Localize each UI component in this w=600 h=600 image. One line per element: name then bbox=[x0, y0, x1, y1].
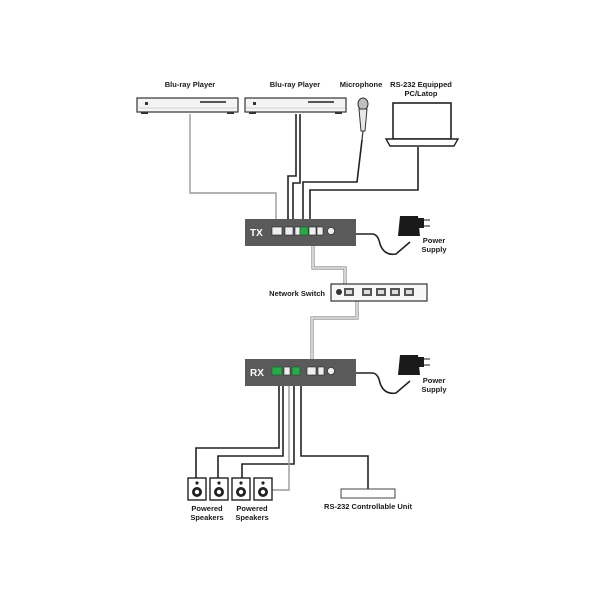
cable-bluray2-tx-a bbox=[287, 114, 297, 227]
speaker-icon bbox=[253, 477, 273, 501]
label-tx: TX bbox=[250, 228, 263, 239]
label-pc-line2: PC/Latop bbox=[405, 89, 438, 98]
label-bluray-player-1: Blu-ray Player bbox=[165, 80, 216, 89]
label-rx: RX bbox=[250, 368, 264, 379]
label-speakers-1-line1: Powered bbox=[191, 504, 223, 513]
rx-unit bbox=[245, 359, 356, 386]
laptop-icon bbox=[384, 102, 460, 147]
label-microphone: Microphone bbox=[340, 80, 383, 89]
speaker-icon bbox=[231, 477, 251, 501]
tx-unit bbox=[245, 219, 356, 246]
label-power-supply-2-line1: Power bbox=[423, 376, 446, 385]
cable-bluray1-tx bbox=[189, 114, 277, 227]
label-pc-line1: RS-232 Equipped bbox=[390, 80, 452, 89]
speaker-icon bbox=[209, 477, 229, 501]
power-supply-1-icon bbox=[398, 216, 430, 236]
power-supply-2-icon bbox=[398, 355, 430, 375]
label-power-supply-1-line2: Supply bbox=[421, 245, 447, 254]
cable-net-switch-rx bbox=[310, 300, 359, 363]
bluray-player-1 bbox=[136, 97, 239, 114]
label-power-supply-2-line2: Supply bbox=[421, 385, 447, 394]
cable-mic-tx bbox=[302, 139, 363, 227]
cable-rx-speaker1 bbox=[195, 385, 280, 478]
label-network-switch: Network Switch bbox=[269, 289, 325, 298]
cable-tx-power bbox=[340, 233, 411, 256]
cable-bluray2-tx-b bbox=[292, 114, 301, 227]
cable-rx-speaker3 bbox=[241, 385, 295, 478]
rs232-controllable-unit bbox=[340, 488, 396, 499]
label-power-supply-1-line1: Power bbox=[423, 236, 446, 245]
network-switch bbox=[330, 283, 428, 302]
cable-rx-rs232 bbox=[300, 385, 369, 489]
microphone-icon bbox=[357, 97, 369, 141]
cable-rx-speaker2 bbox=[217, 385, 284, 478]
bluray-player-2 bbox=[244, 97, 347, 114]
label-speakers-2-line2: Speakers bbox=[235, 513, 268, 522]
label-bluray-player-2: Blu-ray Player bbox=[270, 80, 321, 89]
cable-rx-speaker4 bbox=[272, 385, 290, 491]
label-speakers-2-line1: Powered bbox=[236, 504, 268, 513]
cable-rx-power bbox=[340, 372, 411, 395]
label-speakers-1-line2: Speakers bbox=[190, 513, 223, 522]
speaker-icon bbox=[187, 477, 207, 501]
cable-net-tx-switch bbox=[311, 246, 347, 288]
cable-pc-tx bbox=[309, 147, 419, 227]
label-rs232-unit: RS-232 Controllable Unit bbox=[324, 502, 412, 511]
